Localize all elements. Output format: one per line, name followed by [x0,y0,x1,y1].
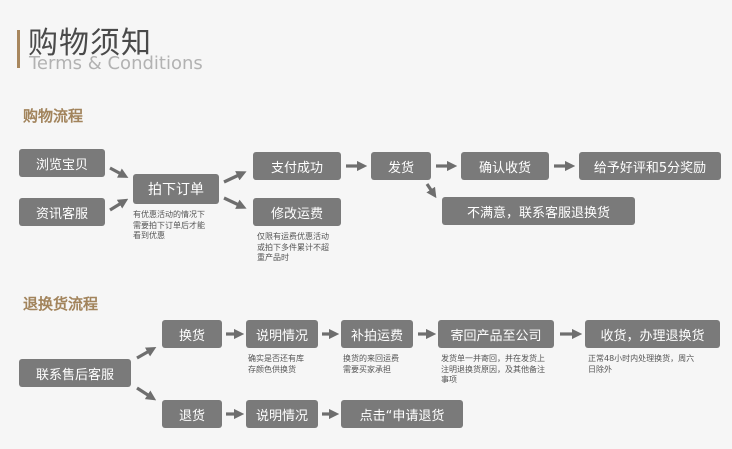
order-note-line: 需要拍下订单后才能 [133,220,205,230]
send-back-node: 寄回产品至公司 [438,320,554,348]
page-title: 购物须知 [28,26,152,61]
modify-note-line: 重产品时 [257,253,289,262]
reward-node: 给予好评和5分奖励 [579,152,721,180]
confirm-receipt-node: 确认收货 [461,152,549,180]
apply-refund-node: 点击“申请退货 [341,400,463,428]
consult-node: 资讯客服 [19,198,105,226]
send-back-note-line: 注明退换货原因，及其他备注 [441,364,545,374]
send-back-note-line: 事项 [441,375,457,384]
arrow-order-to-modify [223,196,247,209]
explain1-note-line: 存颜色供换货 [248,364,296,374]
receive-note-line: 日除外 [588,364,612,374]
modify-note: 仅限有运费优惠活动 或拍下多件累计不超 重产品时 [257,232,329,264]
title-accent-bar [17,30,20,68]
explain-node-2: 说明情况 [246,400,318,428]
ship-node: 发货 [371,152,431,180]
arrow-consult-to-order [109,198,129,212]
modify-shipping-node: 修改运费 [253,198,341,226]
receive-note: 正常48小时内处理换货，周六 日除外 [588,354,694,375]
arrow-browse-to-order [109,166,129,178]
modify-note-line: 或拍下多件累计不超 [257,242,329,252]
page-subtitle: Terms & Conditions [29,53,203,74]
send-back-note: 发货单一并寄回，并在发货上 注明退换货原因，及其他备注 事项 [441,354,545,386]
returns-section-title: 退换货流程 [23,295,99,313]
receive-process-node: 收货，办理退换货 [585,320,720,348]
unsatisfied-node: 不满意，联系客服退换货 [442,197,635,225]
repay-note-line: 需要买家承担 [343,364,391,374]
pay-node: 支付成功 [253,152,341,180]
refund-node: 退货 [162,400,222,428]
contact-aftersales-node: 联系售后客服 [19,359,131,387]
repay-shipping-node: 补拍运费 [341,320,413,348]
order-note-line: 看到优惠 [133,231,165,240]
order-note: 有优惠活动的情况下 需要拍下订单后才能 看到优惠 [133,210,205,242]
modify-note-line: 仅限有运费优惠活动 [257,232,329,241]
browse-node: 浏览宝贝 [19,149,105,177]
explain1-note-line: 确实是否还有库 [248,354,304,363]
order-node: 拍下订单 [133,174,219,204]
receive-note-line: 正常48小时内处理换货，周六 [588,354,695,363]
explain1-note: 确实是否还有库 存颜色供换货 [248,354,304,375]
send-back-note-line: 发货单一并寄回，并在发货上 [441,354,545,363]
repay-note: 换货的来回运费 需要买家承担 [343,354,399,375]
arrow-contact-to-exchange [136,346,157,360]
repay-note-line: 换货的来回运费 [343,354,399,363]
arrow-contact-to-refund [136,386,157,401]
order-note-line: 有优惠活动的情况下 [133,210,205,219]
exchange-node: 换货 [162,320,222,348]
shopping-section-title: 购物流程 [23,107,84,125]
arrow-ship-to-unsatisfied [425,183,437,199]
explain-node-1: 说明情况 [246,320,318,348]
arrow-order-to-pay [223,171,247,184]
